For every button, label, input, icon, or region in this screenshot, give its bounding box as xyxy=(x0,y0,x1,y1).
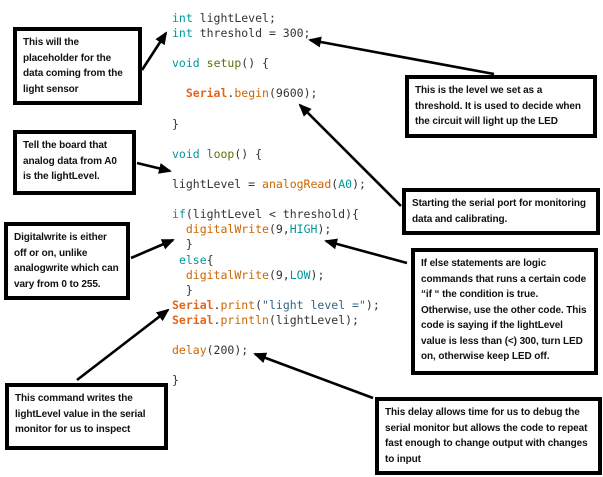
callout-delay: This delay allows time for us to debug t… xyxy=(375,397,602,475)
callout-serial-monitor-text: This command writes the lightLevel value… xyxy=(15,393,146,435)
callout-placeholder-text: This will the placeholder for the data c… xyxy=(23,37,123,95)
arrow-serialmonitor-to-print xyxy=(76,308,170,382)
callout-threshold: This is the level we set as a threshold.… xyxy=(405,75,597,138)
arrow-digitalwrite-to-high xyxy=(130,238,175,260)
callout-delay-text: This delay allows time for us to debug t… xyxy=(385,407,588,465)
code-block: int lightLevel;int threshold = 300; void… xyxy=(172,11,380,388)
callout-serial-port-text: Starting the serial port for monitoring … xyxy=(412,198,586,225)
callout-if-else-text: If else statements are logic commands th… xyxy=(421,258,587,362)
callout-threshold-text: This is the level we set as a threshold.… xyxy=(415,85,581,127)
callout-digitalwrite-text: Digitalwrite is either off or on, unlike… xyxy=(14,232,119,290)
callout-tell-board-text: Tell the board that analog data from A0 … xyxy=(23,140,117,182)
arrow-placeholder-to-int xyxy=(140,31,168,71)
callout-serial-port: Starting the serial port for monitoring … xyxy=(402,188,600,235)
callout-serial-monitor: This command writes the lightLevel value… xyxy=(5,383,168,450)
arrow-tellboard-to-analogread xyxy=(136,161,172,174)
callout-if-else: If else statements are logic commands th… xyxy=(411,248,598,375)
callout-tell-board: Tell the board that analog data from A0 … xyxy=(13,130,136,195)
callout-digitalwrite: Digitalwrite is either off or on, unlike… xyxy=(4,222,130,300)
callout-placeholder: This will the placeholder for the data c… xyxy=(13,27,142,105)
